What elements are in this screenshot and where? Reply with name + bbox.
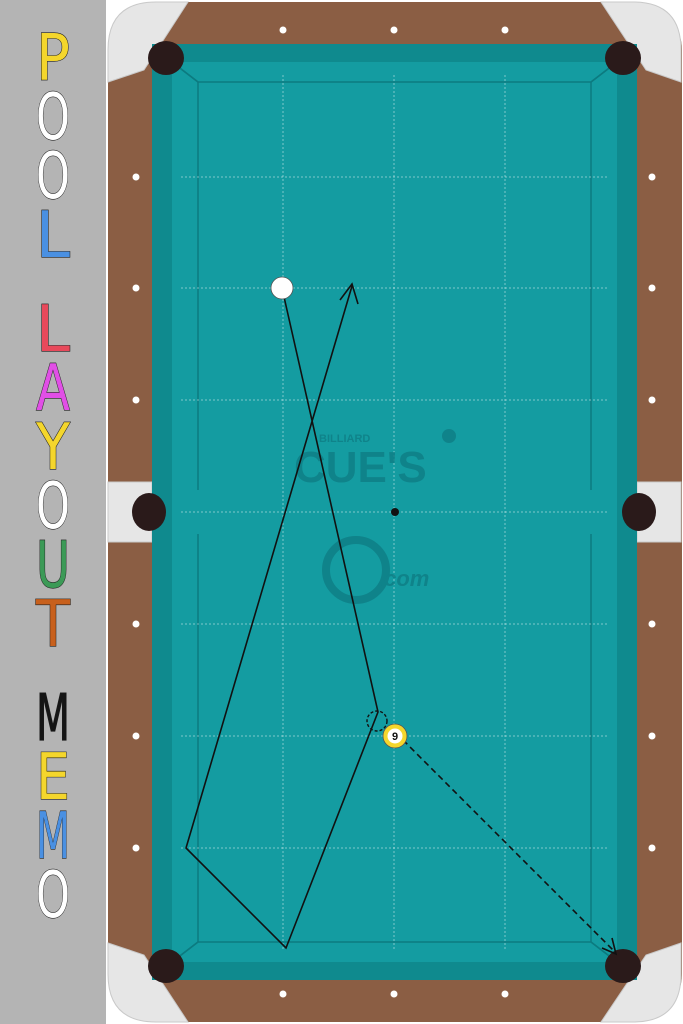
title-letter: T (35, 588, 71, 662)
pocket-top-right (605, 41, 641, 75)
rail-diamond (390, 26, 398, 34)
nine-ball-path (402, 739, 618, 956)
pocket-top-left (148, 41, 184, 75)
ghost-ball (366, 710, 388, 732)
rail-diamond (648, 284, 656, 292)
logo-top-text: BILLIARD (319, 433, 370, 445)
rail-diamond (132, 620, 140, 628)
title-letter: O (36, 859, 70, 933)
logo-main-text: CUE'S (294, 443, 427, 492)
rail-diamond (279, 990, 287, 998)
corner-plates (107, 1, 682, 1023)
rail-diamond (132, 732, 140, 740)
title-letter: M (36, 800, 70, 874)
title-letter: P (36, 22, 70, 96)
logo-ball-icon (442, 429, 456, 443)
cue-ball[interactable] (270, 276, 294, 300)
title-letter: Y (35, 411, 71, 485)
rail-diamond (132, 173, 140, 181)
cue-ball-path (185, 282, 379, 950)
pocket-bottom-right (605, 949, 641, 983)
rail-diamond (501, 26, 509, 34)
title-letter: O (36, 470, 70, 544)
rail-diamond (279, 26, 287, 34)
rail-diamond (132, 396, 140, 404)
logo-circle-icon (322, 536, 390, 604)
billiard-cues-logo: BILLIARD CUE'S .com (294, 429, 456, 604)
nine-ball-label: 9 (392, 731, 398, 743)
title-letter: L (36, 199, 70, 273)
center-spot (391, 508, 399, 516)
pocket-bottom-left (148, 949, 184, 983)
rail-diamond (132, 844, 140, 852)
pocket-middle-right (622, 493, 656, 531)
pool-table[interactable]: BILLIARD CUE'S .com (106, 0, 683, 1024)
logo-sub-text: .com (378, 566, 429, 591)
rail-diamond (390, 990, 398, 998)
rail-diamond (132, 284, 140, 292)
title-letter: E (36, 741, 70, 815)
title-letter: A (36, 352, 70, 426)
title-letter: O (36, 81, 70, 155)
nine-ball[interactable]: 9 (382, 723, 408, 749)
title-letter: L (36, 293, 70, 367)
title-letter: M (36, 682, 70, 756)
rail-diamond (648, 396, 656, 404)
title-letter: O (36, 140, 70, 214)
title-letter: U (36, 529, 70, 603)
pocket-middle-left (132, 493, 166, 531)
rail-diamonds (132, 26, 656, 998)
rail-diamond (501, 990, 509, 998)
rail-diamond (648, 620, 656, 628)
pockets (132, 41, 656, 983)
rail-diamond (648, 844, 656, 852)
rail-diamond (648, 173, 656, 181)
rail-diamond (648, 732, 656, 740)
